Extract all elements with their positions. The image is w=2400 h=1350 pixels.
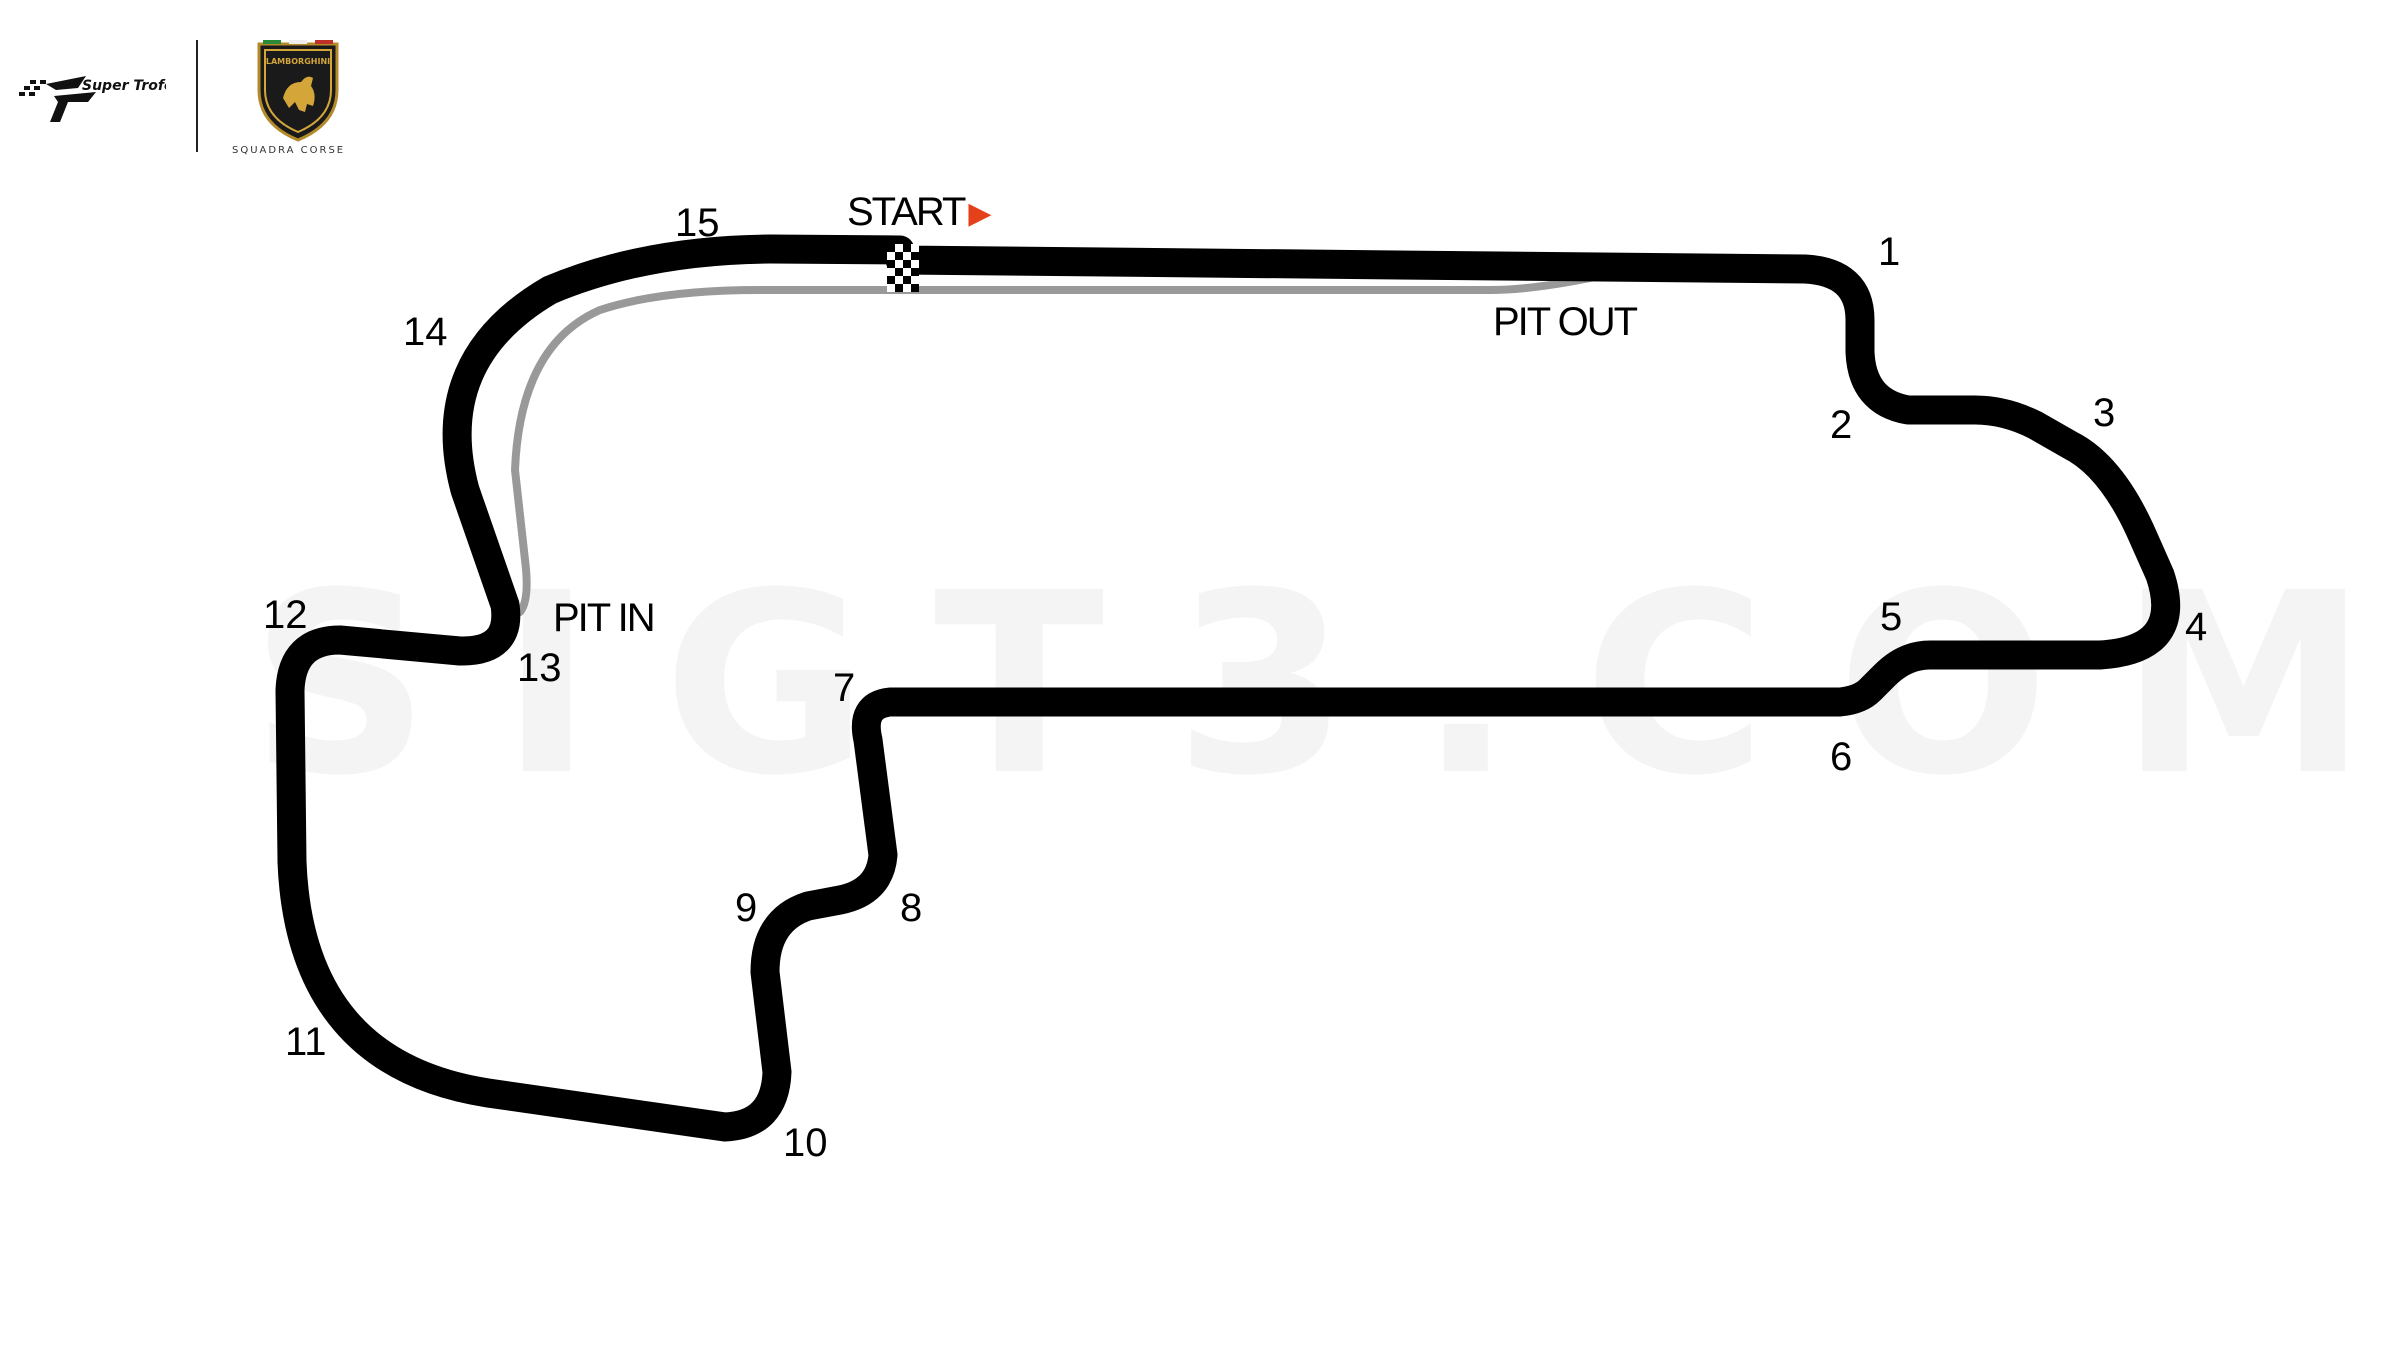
checker-square [895, 252, 903, 260]
turn-1-label: 1 [1878, 230, 1901, 274]
checker-square [887, 268, 895, 276]
circuit-track [275, 234, 2181, 1142]
turn-2-label: 2 [1830, 403, 1853, 447]
checker-square [911, 252, 919, 260]
turn-3-label: 3 [2093, 391, 2116, 435]
checker-square [887, 244, 895, 252]
checker-square [911, 284, 919, 292]
turn-8-label: 8 [900, 886, 923, 930]
checker-square [911, 276, 919, 284]
pit-in-label: PIT IN [553, 596, 656, 640]
turn-9-label: 9 [735, 886, 758, 930]
checker-square [895, 284, 903, 292]
checker-square [887, 252, 895, 260]
turn-11-label: 11 [285, 1020, 327, 1064]
start-text: START [847, 190, 966, 234]
logo-text-super: Super Trofeo [82, 78, 166, 94]
turn-12-label: 12 [263, 593, 308, 637]
play-triangle-icon: ▶ [968, 197, 991, 230]
turn-10-label: 10 [783, 1121, 828, 1165]
checker-square [903, 268, 911, 276]
checker-square [895, 268, 903, 276]
checker-square [903, 260, 911, 268]
checker-square [911, 268, 919, 276]
checker-square [887, 260, 895, 268]
turn-15-label: 15 [675, 201, 720, 245]
lamborghini-shield-logo: LAMBORGHINI [257, 40, 339, 142]
pit-out-label: PIT OUT [1493, 300, 1638, 344]
watermark: SIGT3.COM [250, 539, 2400, 830]
logo-subtitle: SQUADRA CORSE [232, 145, 346, 156]
checker-square [895, 276, 903, 284]
checker-square [903, 252, 911, 260]
turn-7-label: 7 [833, 666, 856, 710]
checker-square [903, 276, 911, 284]
checker-square [911, 260, 919, 268]
checkered-flag-icon [887, 244, 919, 292]
checker-square [887, 284, 895, 292]
start-label: START▶ [847, 190, 992, 234]
turn-13-label: 13 [517, 646, 562, 690]
turn-6-label: 6 [1830, 735, 1853, 779]
checker-square [895, 244, 903, 252]
pit-lane [511, 274, 1594, 616]
checker-square [887, 276, 895, 284]
turn-5-label: 5 [1880, 595, 1903, 639]
logo-divider [196, 40, 198, 152]
super-trofeo-logo: Super Trofeo [19, 76, 166, 122]
checker-square [895, 260, 903, 268]
logo-text-lamborghini: LAMBORGHINI [266, 57, 330, 66]
checker-square [903, 284, 911, 292]
checker-square [903, 244, 911, 252]
checker-square [911, 244, 919, 252]
turn-4-label: 4 [2185, 605, 2208, 649]
turn-14-label: 14 [403, 310, 448, 354]
